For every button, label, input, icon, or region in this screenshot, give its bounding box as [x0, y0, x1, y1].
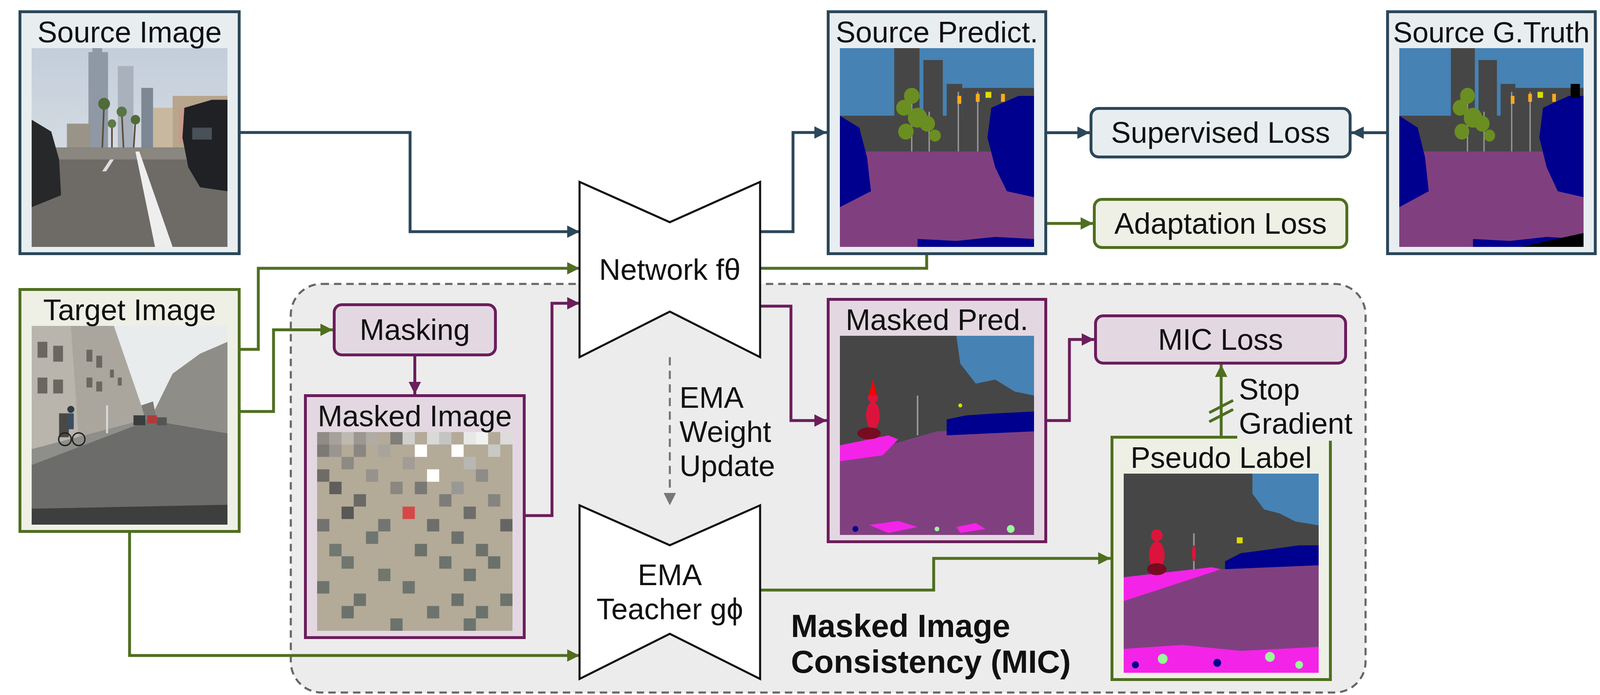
- panel-fill: [303, 394, 526, 639]
- connector: [1047, 131, 1090, 135]
- mic-region: MaskingMasked ImageEMA Teacher gϕ Masked …: [290, 283, 1366, 693]
- panel-title: Source Image: [37, 14, 222, 50]
- edge-label-anchor: Stop Gradient: [1237, 372, 1361, 441]
- process-box: Masking: [332, 303, 497, 357]
- panel-title: Source Predict.: [835, 14, 1039, 50]
- loss-box: MIC Loss: [1094, 314, 1348, 365]
- source-photo: [31, 48, 228, 247]
- connector: [1351, 131, 1387, 135]
- edge-label: Stop Gradient: [1237, 372, 1361, 441]
- connector: [668, 357, 671, 506]
- box-label: EMA Teacher gϕ: [587, 557, 753, 627]
- edge-label: EMA Weight Update: [677, 380, 785, 483]
- image-panel: Source G.Truth: [1386, 10, 1597, 256]
- connector: [1047, 339, 1095, 421]
- connector: [1219, 364, 1223, 436]
- box-label: Network fθ: [587, 252, 753, 287]
- panel-fill: [18, 10, 241, 256]
- connector: [240, 132, 580, 232]
- connector: [240, 329, 333, 412]
- panel-fill: [18, 287, 241, 533]
- image-panel: Masked Image: [303, 394, 526, 639]
- image-panel: Masked Pred.: [826, 297, 1048, 543]
- panel-title: Target Image: [43, 292, 216, 328]
- target-photo: [31, 325, 228, 525]
- image-panel: Source Predict.: [826, 10, 1048, 256]
- box-label: Supervised Loss: [1110, 115, 1330, 150]
- mic-region-ground: [290, 283, 1366, 693]
- connector: [760, 132, 827, 232]
- network-shape: Network fθ: [579, 181, 761, 358]
- bowtie-shape: [579, 181, 761, 358]
- panel-fill: [1110, 435, 1332, 681]
- box-label: Masking: [359, 312, 470, 347]
- panel-title: Masked Image: [317, 398, 512, 434]
- connector: [760, 255, 927, 269]
- loss-box: Adaptation Loss: [1092, 197, 1348, 249]
- edge-label-anchor: EMA Weight Update: [677, 380, 785, 483]
- teacher-shape: EMA Teacher gϕ: [579, 505, 761, 679]
- stop-gradient-mark: [1209, 400, 1234, 422]
- image-panel: Source Image: [18, 10, 241, 256]
- connector: [760, 558, 1111, 590]
- source-prediction-map: [839, 48, 1035, 247]
- bowtie-shape: [579, 505, 761, 679]
- text-holder: Network fθ: [579, 181, 761, 358]
- panel-fill: [826, 10, 1048, 256]
- text-holder: EMA Teacher gϕ: [579, 505, 761, 679]
- connector: [413, 356, 417, 395]
- pseudo-label-map: [1123, 473, 1319, 673]
- ground-truth-map: [1399, 48, 1584, 247]
- region-heading: Masked Image Consistency (MIC): [790, 607, 1096, 680]
- image-panel: Target Image: [18, 287, 241, 533]
- panel-title: Masked Pred.: [845, 302, 1029, 338]
- connector: [1047, 222, 1093, 225]
- box-label: MIC Loss: [1157, 322, 1283, 357]
- masked-photo: [317, 431, 513, 631]
- connector: [525, 303, 580, 516]
- bowtie-outline: [579, 505, 761, 679]
- panel-fill: [826, 297, 1048, 543]
- panel-fill: [1386, 10, 1597, 256]
- image-panel: Pseudo Label: [1110, 435, 1332, 681]
- box-label: Adaptation Loss: [1114, 206, 1327, 241]
- panel-title: Source G.Truth: [1393, 14, 1590, 50]
- masked-prediction-map: [839, 335, 1035, 535]
- loss-box: Supervised Loss: [1089, 106, 1352, 159]
- panel-title: Pseudo Label: [1130, 440, 1312, 476]
